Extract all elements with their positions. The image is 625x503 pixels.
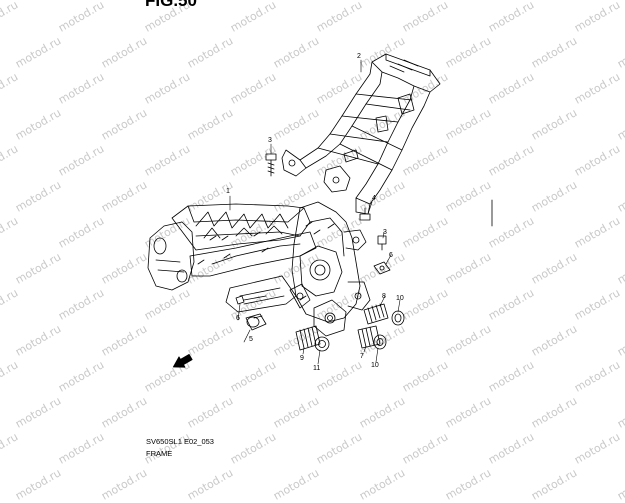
watermark-text: motod.ru [185,466,236,503]
callout-2: 2 [357,53,361,60]
watermark-text: motod.ru [615,466,625,503]
watermark-text: motod.ru [443,466,494,503]
callout-6-right: 6 [389,252,393,259]
callout-7: 7 [360,353,364,360]
collar-5 [245,313,267,331]
bolt-3-upper [265,153,277,177]
callout-8: 8 [382,293,386,300]
nut-6-right [373,261,391,275]
watermark-text: motod.ru [271,466,322,503]
callout-1: 1 [226,188,230,195]
main-frame [147,201,371,337]
front-direction-arrow-icon [172,354,193,368]
callout-11: 11 [313,365,320,372]
callout-3-upper: 3 [268,137,272,144]
callout-6-left: 6 [236,315,240,322]
watermark-text: motod.ru [357,466,408,503]
nut-10-lower [373,334,387,350]
bolt-6-left [235,295,267,305]
callout-labels: 1 2 3 3 4 5 6 6 7 8 9 10 10 11 [226,53,404,372]
diagram-reference-code: SV650SL1 E02_053 [146,437,214,446]
callout-3-right: 3 [383,229,387,236]
nut-11 [314,336,330,352]
watermark-text: motod.ru [529,466,580,503]
exploded-parts-diagram: 1 2 3 3 4 5 6 6 7 8 9 10 10 11 [147,53,493,372]
adjuster-bolt-7 [357,325,381,349]
figure-title: FIG.50 [145,0,197,10]
watermark-text: motod.ru [13,466,64,503]
nut-10-upper [391,310,405,326]
callout-5: 5 [249,336,253,343]
callout-9: 9 [300,355,304,362]
adjuster-bolt-8 [363,303,389,325]
callout-10-lower: 10 [371,362,379,369]
rear-subframe [281,53,441,215]
leader-lines [229,59,401,365]
diagram-caption: FRAME [146,449,173,458]
callout-4: 4 [372,195,376,202]
bolt-small-upper-right [359,207,371,221]
bolt-3-right [377,235,387,251]
watermark-text: motod.ru [99,466,150,503]
callout-10-upper: 10 [396,295,404,302]
adjuster-bolt-9 [295,325,321,351]
